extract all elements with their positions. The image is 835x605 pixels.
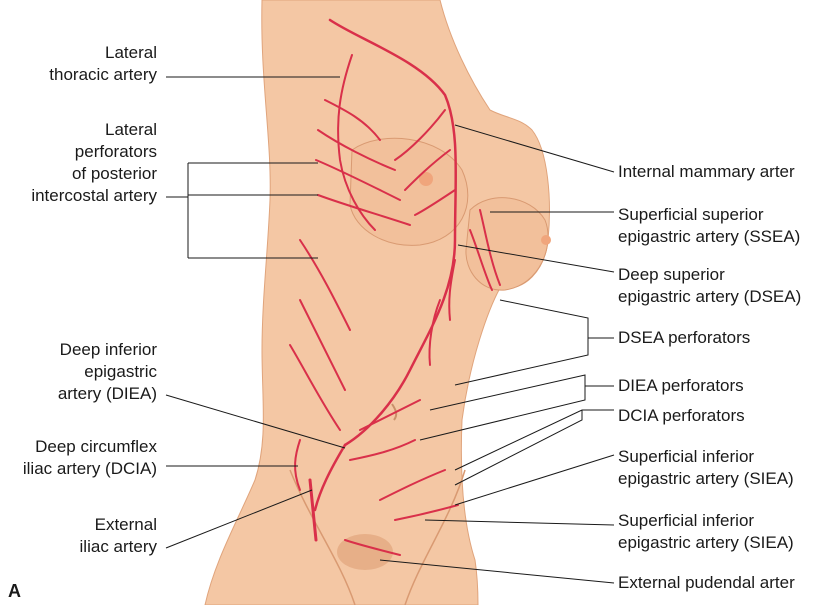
label-internal-mammary-artery: Internal mammary arter	[618, 161, 795, 183]
torso-body	[205, 0, 549, 605]
label-external-iliac-artery: External iliac artery	[80, 514, 157, 558]
label-diea-perforators: DIEA perforators	[618, 375, 744, 397]
label-lateral-thoracic-artery: Lateral thoracic artery	[49, 42, 157, 86]
label-dsea: Deep superior epigastric artery (DSEA)	[618, 264, 801, 308]
label-lateral-perforators: Lateral perforators of posterior interco…	[31, 119, 157, 207]
label-diea: Deep inferior epigastric artery (DIEA)	[58, 339, 157, 405]
label-siea-1: Superficial inferior epigastric artery (…	[618, 446, 794, 490]
label-dsea-perforators: DSEA perforators	[618, 327, 750, 349]
leader-siea-1	[455, 455, 614, 505]
leader-dcia-perforators	[455, 410, 614, 485]
label-siea-2: Superficial inferior epigastric artery (…	[618, 510, 794, 554]
label-ssea: Superficial superior epigastric artery (…	[618, 204, 800, 248]
label-dcia-perforators: DCIA perforators	[618, 405, 745, 427]
nipple-right	[541, 235, 551, 245]
panel-letter: A	[8, 581, 21, 602]
label-dcia: Deep circumflex iliac artery (DCIA)	[23, 436, 157, 480]
label-external-pudendal-artery: External pudendal arter	[618, 572, 795, 594]
